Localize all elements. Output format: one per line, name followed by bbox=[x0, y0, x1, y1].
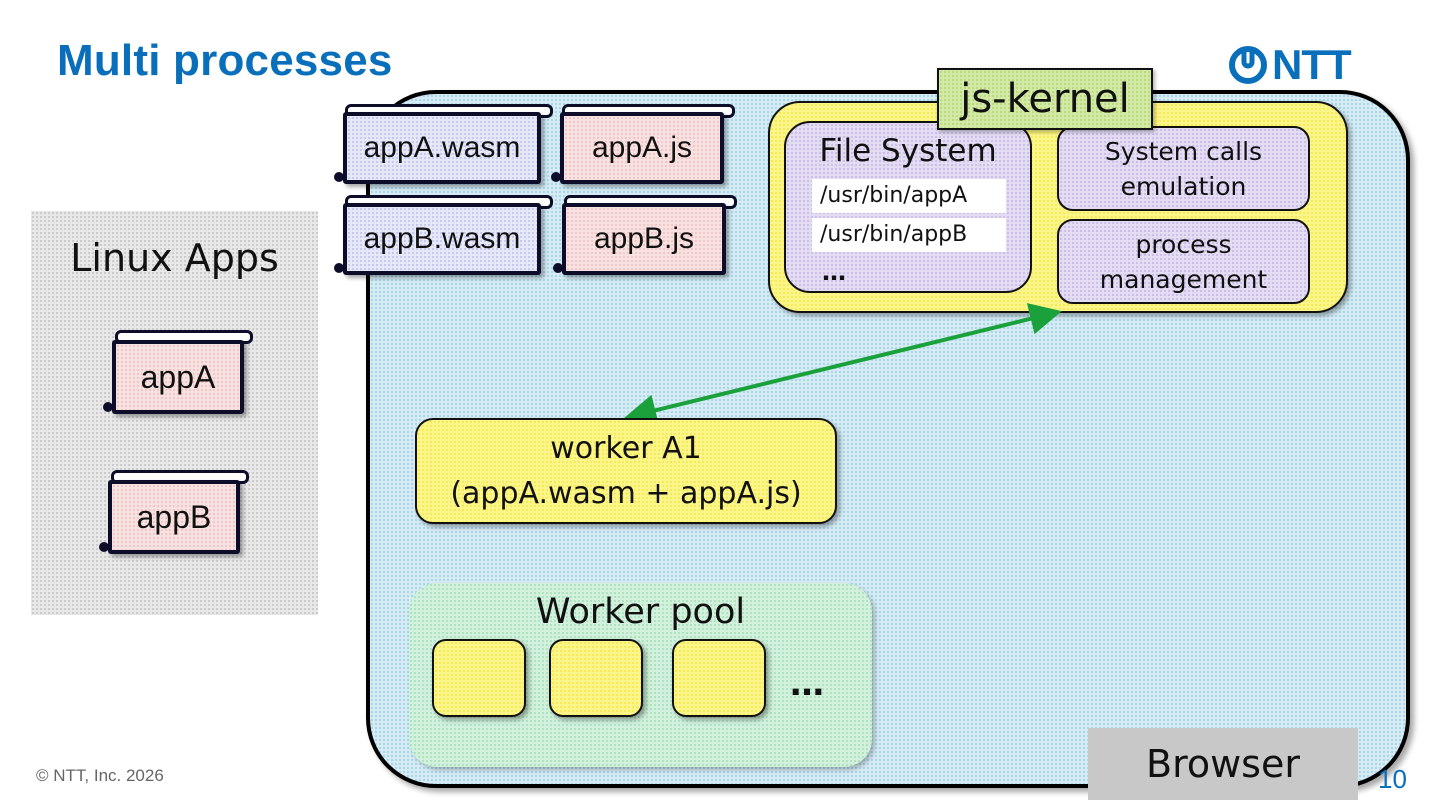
scroll-curl-icon bbox=[553, 263, 563, 273]
worker-a1-line1: worker A1 bbox=[550, 431, 702, 466]
slide-title: Multi processes bbox=[57, 36, 393, 85]
ntt-logo: NTT bbox=[1228, 41, 1352, 88]
file-appB-wasm: appB.wasm bbox=[333, 195, 553, 275]
file-system-title: File System bbox=[819, 133, 997, 169]
linux-app-label: appB bbox=[136, 498, 212, 535]
ntt-logo-text: NTT bbox=[1272, 41, 1352, 88]
file-label: appA.js bbox=[591, 131, 693, 164]
linux-app-label: appA bbox=[140, 358, 216, 395]
scroll-curl-icon bbox=[103, 402, 113, 412]
worker-a1-line2: (appA.wasm + appA.js) bbox=[450, 476, 802, 511]
file-appB-js: appB.js bbox=[552, 195, 737, 275]
worker-pool-slot bbox=[432, 639, 526, 717]
worker-pool-title: Worker pool bbox=[535, 592, 746, 632]
worker-pool-slot bbox=[672, 639, 766, 717]
scroll-curl-icon bbox=[551, 172, 561, 182]
file-appA-wasm: appA.wasm bbox=[333, 104, 553, 184]
page-number: 10 bbox=[1378, 764, 1407, 794]
file-label: appB.js bbox=[593, 222, 695, 255]
syscall-line2: emulation bbox=[1120, 171, 1247, 201]
syscall-line1: System calls bbox=[1104, 136, 1263, 166]
js-kernel-label: js-kernel bbox=[937, 68, 1153, 130]
fs-more-ellipsis: … bbox=[822, 258, 847, 286]
linux-apps-title: Linux Apps bbox=[70, 236, 279, 280]
scroll-curl-icon bbox=[334, 263, 344, 273]
file-label: appA.wasm bbox=[363, 131, 521, 164]
process-management-box: process management bbox=[1057, 219, 1310, 304]
scroll-curl-icon bbox=[99, 542, 109, 552]
worker-pool-slot bbox=[549, 639, 643, 717]
linux-app-appA: appA bbox=[102, 330, 257, 416]
procmgmt-line1: process bbox=[1135, 229, 1232, 259]
procmgmt-line2: management bbox=[1099, 264, 1268, 294]
bidirectional-arrow-line bbox=[624, 303, 1062, 426]
fs-path-appA: /usr/bin/appA bbox=[812, 179, 1006, 213]
worker-pool-more-ellipsis: … bbox=[790, 664, 826, 704]
syscall-emulation-box: System calls emulation bbox=[1057, 126, 1310, 211]
file-label: appB.wasm bbox=[363, 222, 521, 255]
linux-app-appB: appB bbox=[98, 470, 253, 556]
file-appA-js: appA.js bbox=[550, 104, 735, 184]
ntt-logo-mark-icon bbox=[1229, 46, 1267, 84]
copyright-footer: © NTT, Inc. 2026 bbox=[36, 766, 164, 785]
worker-a1-box: worker A1 (appA.wasm + appA.js) bbox=[415, 418, 837, 524]
browser-label: Browser bbox=[1088, 728, 1358, 800]
scroll-curl-icon bbox=[334, 172, 344, 182]
fs-path-appB: /usr/bin/appB bbox=[812, 218, 1006, 252]
